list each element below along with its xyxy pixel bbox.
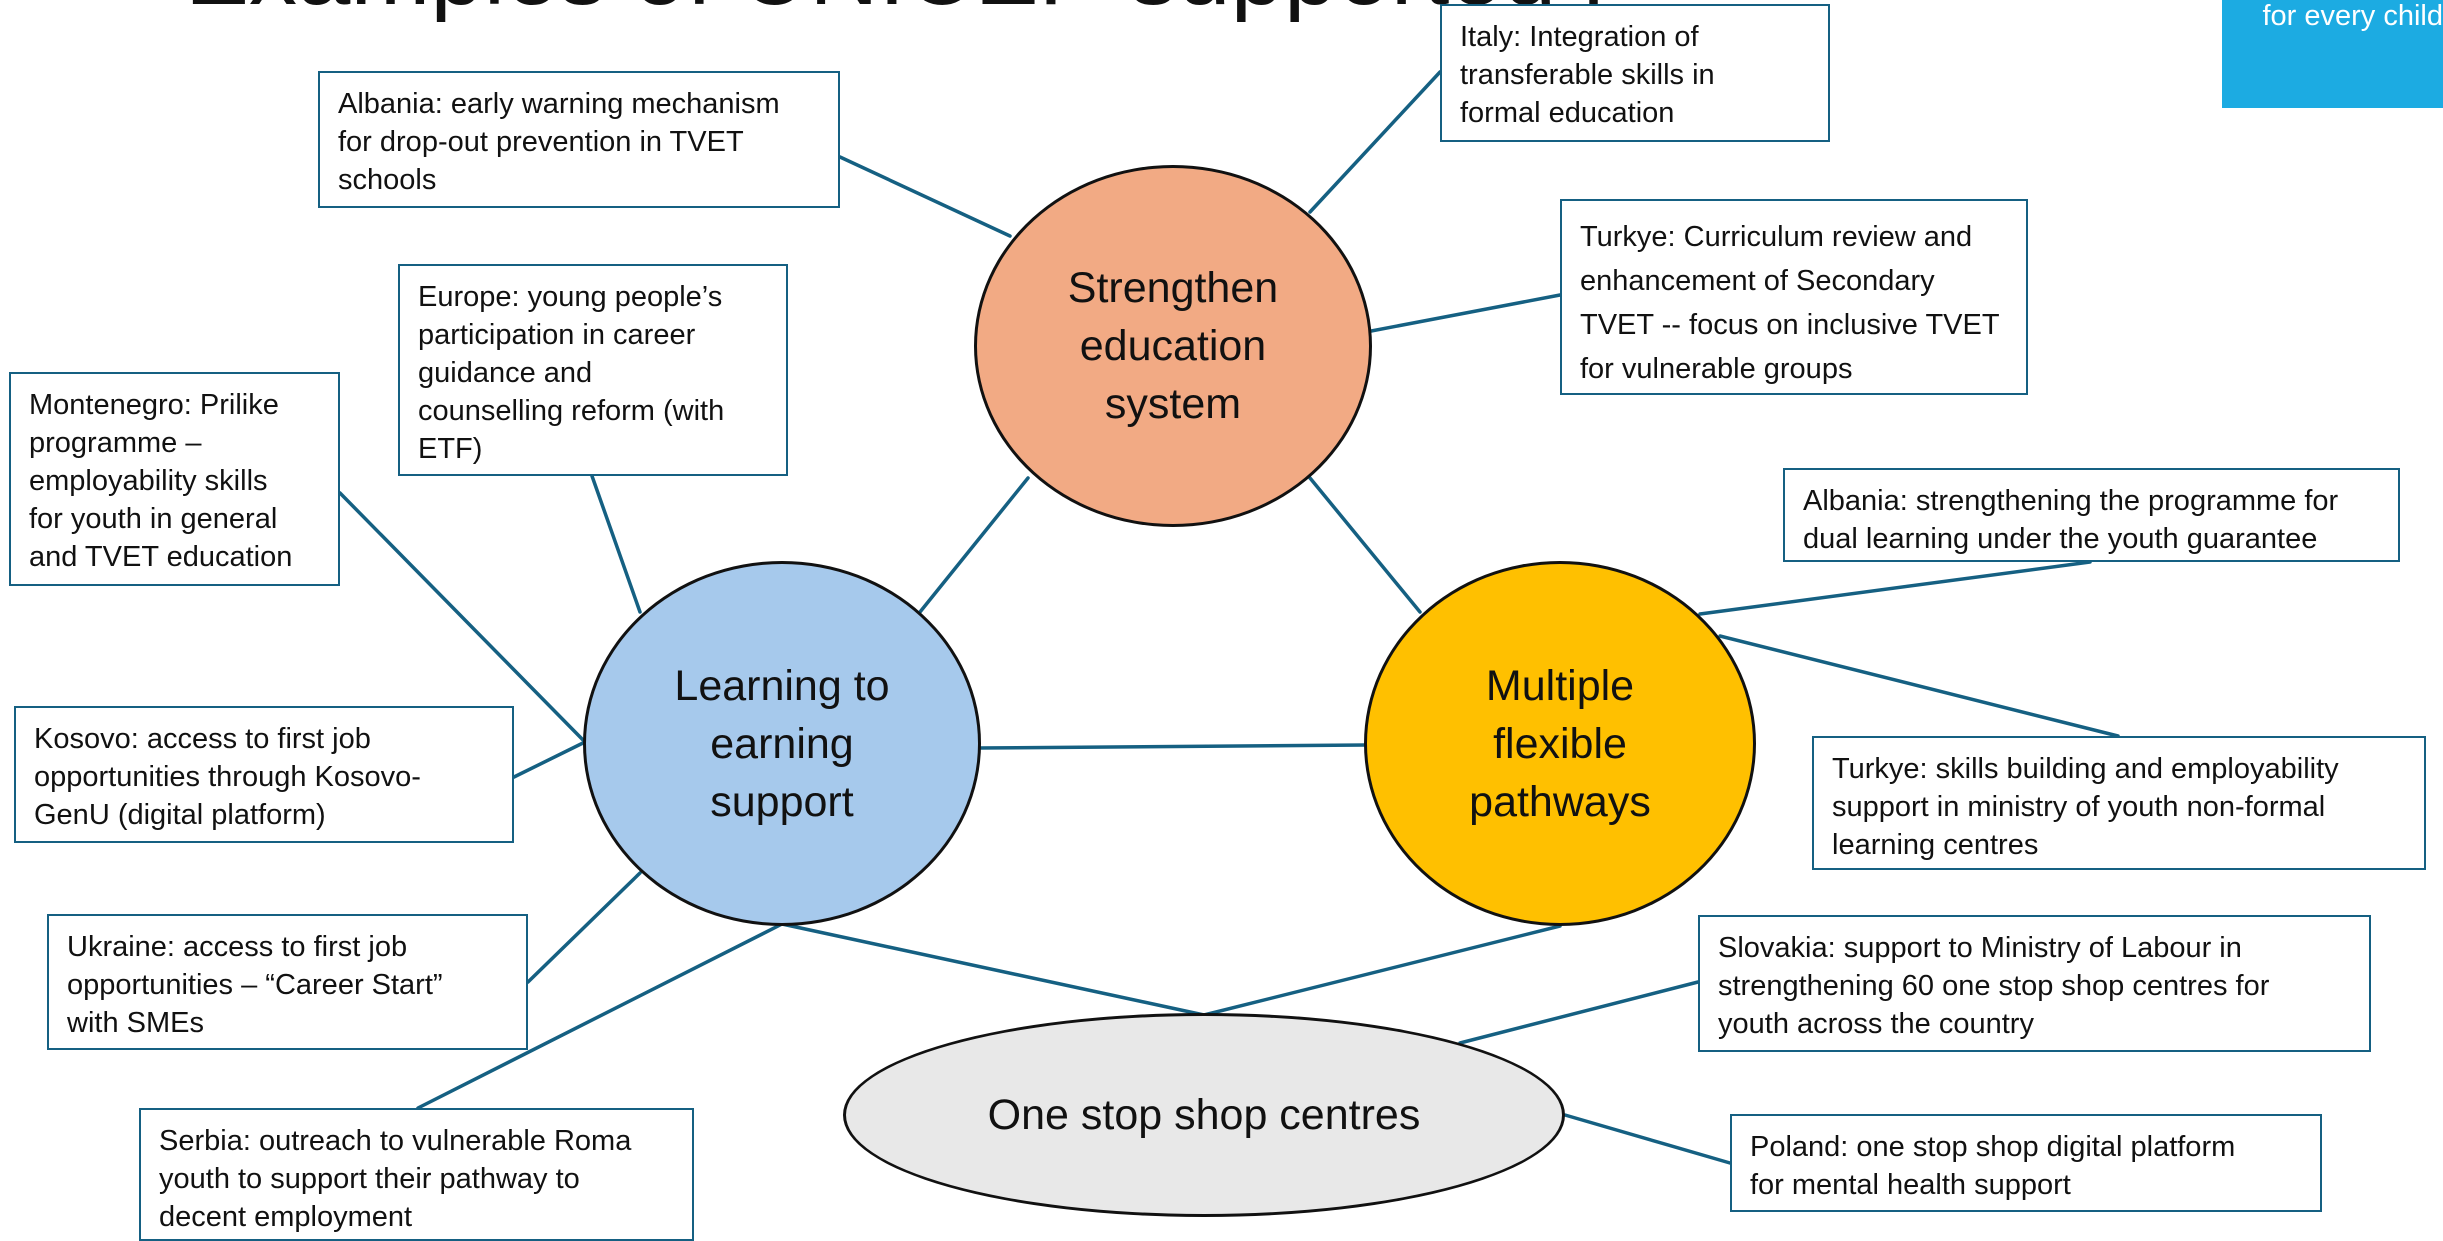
node-learning-to-earning-label: Learning to earning support [674,661,890,826]
link-slovakia [1458,980,1700,1045]
link-ukraine [526,871,642,984]
link-albania-dual [1698,560,2092,616]
example-italy: Italy: Integration of transferable skill… [1440,4,1830,142]
link-pathways-one-stop [1202,924,1562,1017]
node-learning-to-earning: Learning to earning support [583,561,981,926]
link-montenegro [338,491,587,744]
link-europe [590,474,642,614]
brand-tagline: for every child [2262,0,2443,32]
example-ukraine: Ukraine: access to first job opportuniti… [47,914,528,1050]
node-flexible-pathways-label: Multiple flexible pathways [1469,661,1651,826]
example-kosovo: Kosovo: access to first job opportunitie… [14,706,514,843]
link-kosovo [512,740,587,779]
link-turkye-skills [1718,634,2120,738]
example-europe: Europe: young people’s participation in … [398,264,788,476]
link-turkye-curriculum [1364,293,1562,334]
example-montenegro: Montenegro: Prilike programme – employab… [9,372,340,586]
node-strengthen-education-label: Strengthen education system [1067,264,1279,428]
example-turkye-curriculum: Turkye: Curriculum review and enhancemen… [1560,199,2028,395]
node-one-stop-shop: One stop shop centres [843,1013,1565,1217]
example-poland: Poland: one stop shop digital platform f… [1730,1114,2322,1212]
page-title-clip: Examples of UNICEF-supported initiatives [0,0,1600,22]
example-albania-dual: Albania: strengthening the programme for… [1783,468,2400,562]
example-albania-dropout: Albania: early warning mechanism for dro… [318,71,840,208]
link-learning-pathways [976,743,1368,750]
node-strengthen-education: Strengthen education system [974,165,1372,527]
link-education-learning [918,476,1030,614]
node-one-stop-shop-label: One stop shop centres [987,1091,1421,1139]
link-albania-dropout [838,155,1012,238]
link-learning-one-stop [780,922,1206,1017]
example-slovakia: Slovakia: support to Ministry of Labour … [1698,915,2371,1052]
link-italy [1308,70,1442,214]
link-serbia [416,922,784,1110]
page-title: Examples of UNICEF-supported initiatives [185,0,1600,22]
link-education-pathways [1308,476,1422,614]
example-serbia: Serbia: outreach to vulnerable Roma yout… [139,1108,694,1241]
brand-logo-block: for every child [2222,0,2443,108]
example-turkye-skills: Turkye: skills building and employabilit… [1812,736,2426,870]
link-poland [1563,1113,1732,1165]
node-flexible-pathways: Multiple flexible pathways [1364,561,1756,926]
